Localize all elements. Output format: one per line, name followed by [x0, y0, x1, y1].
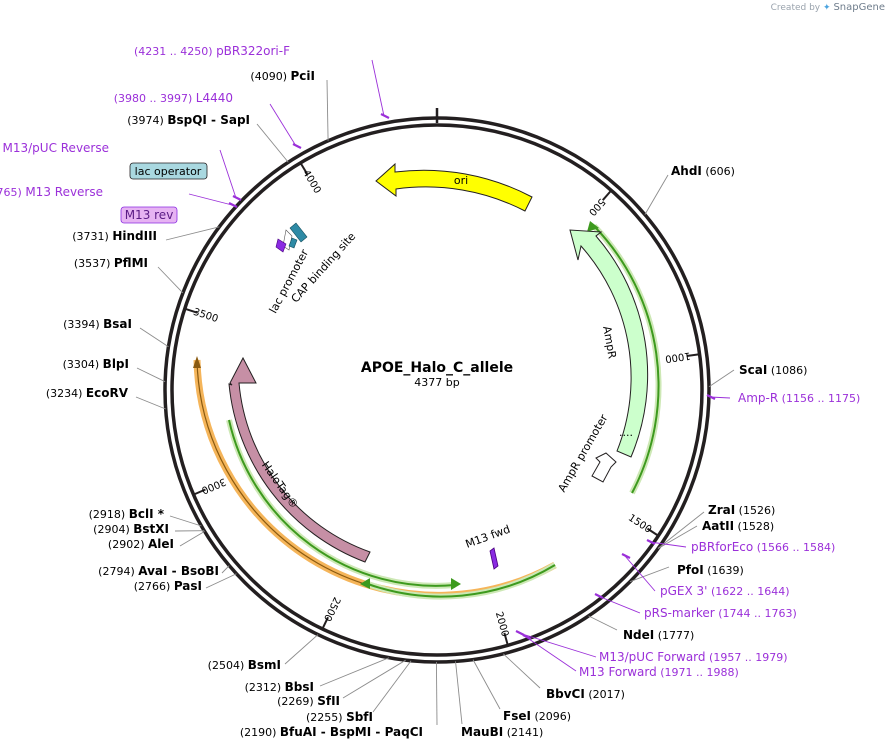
primer-label[interactable]: pRS-marker (1744 .. 1763)	[644, 606, 797, 620]
leader-lines	[135, 59, 735, 726]
tick-mark	[503, 632, 509, 646]
ori-feature: ori	[375, 162, 533, 212]
plasmid-name: APOE_Halo_C_allele	[361, 360, 513, 376]
enzyme-site-label[interactable]: NdeI (1777)	[623, 628, 694, 642]
halotag-feature: HaloTag®	[228, 356, 371, 563]
enzyme-site-label[interactable]: (2504) BsmI	[208, 658, 281, 672]
tick-mark	[299, 162, 309, 175]
primer-label[interactable]: (4231 .. 4250) pBR322ori-F	[134, 44, 290, 58]
enzyme-site-label[interactable]: (2794) AvaI - BsoBI	[98, 564, 219, 578]
tick-label: 500	[586, 196, 607, 218]
tick-mark	[601, 189, 613, 201]
tick-mark	[184, 307, 198, 314]
enzyme-site-label[interactable]: (2312) BbsI	[245, 680, 314, 694]
enzyme-site-label[interactable]: AatII (1528)	[702, 519, 774, 533]
enzyme-site-label[interactable]: PfoI (1639)	[677, 563, 744, 577]
enzyme-site-label[interactable]: BbvCI (2017)	[546, 687, 625, 701]
lac-operator-mark	[288, 237, 298, 249]
enzyme-site-label[interactable]: FseI (2096)	[503, 709, 571, 723]
tick-label: 1000	[664, 350, 691, 364]
tick-label: 3000	[200, 475, 228, 495]
m13-rev-box[interactable]: M13 rev	[120, 206, 178, 224]
tick-label: 1500	[626, 513, 653, 536]
backbone	[163, 108, 711, 664]
enzyme-site-label[interactable]: (2904) BstXI	[93, 522, 169, 536]
enzyme-site-label[interactable]: (4090) PciI	[250, 69, 315, 83]
ampr-promoter-feature: AmpR promoter	[555, 412, 617, 494]
tick-mark	[646, 527, 659, 537]
ampr-feature: AmpR ....	[569, 229, 649, 458]
m13-rev-text: M13 rev	[125, 208, 174, 222]
primer-label[interactable]: (3980 .. 3997) L4440	[114, 91, 233, 105]
enzyme-site-label[interactable]: (3304) BlpI	[63, 357, 129, 371]
enzyme-site-label[interactable]: AhdI (606)	[671, 164, 735, 178]
site-labels: (4090) PciI (3974) BspQI - SapI (3731) Hin…	[0, 44, 860, 739]
enzyme-site-label[interactable]: (3537) PflMI	[74, 256, 148, 270]
enzyme-site-label[interactable]: MauBI (2141)	[461, 725, 543, 739]
enzyme-site-label[interactable]: (2269) SfII	[277, 694, 340, 708]
green-lower-orf-line	[364, 564, 556, 598]
lac-cluster: lac promoter CAP binding site	[267, 222, 358, 315]
enzyme-site-label[interactable]: (2902) AleI	[108, 537, 174, 551]
primer-label[interactable]: (3749 .. 3765) M13 Reverse	[0, 185, 103, 199]
ampr-dots: ....	[619, 426, 633, 439]
cap-site-mark	[289, 222, 308, 243]
enzyme-site-label[interactable]: (3974) BspQI - SapI	[127, 113, 250, 127]
primer-label[interactable]: M13 Forward (1971 .. 1988)	[579, 665, 739, 679]
primer-label[interactable]: Amp-R (1156 .. 1175)	[738, 391, 860, 405]
ampr-label: AmpR	[600, 325, 619, 360]
primer-label[interactable]: pBRforEco (1566 .. 1584)	[691, 540, 835, 554]
lac-operator-box[interactable]: lac operator	[129, 162, 208, 180]
snapgene-credit: Created by ✦ SnapGene	[771, 2, 885, 13]
enzyme-site-label[interactable]: ScaI (1086)	[739, 363, 807, 377]
enzyme-site-label[interactable]: (2918) BclI *	[89, 507, 165, 521]
credit-brand: SnapGene	[833, 2, 885, 13]
enzyme-site-label[interactable]: (3394) BsaI	[63, 317, 132, 331]
m13-rev-mark	[275, 238, 287, 253]
scale-ticks: 500 1000 1500 2000 2500 3000 3500 4000	[184, 162, 700, 646]
tick-mark	[686, 353, 700, 358]
lac-operator-text: lac operator	[135, 165, 202, 178]
enzyme-site-label[interactable]: (2766) PasI	[134, 579, 202, 593]
halotag-orf-line	[228, 419, 456, 587]
tick-mark	[321, 616, 329, 630]
tick-label: 2500	[321, 595, 342, 623]
enzyme-site-label[interactable]: (3234) EcoRV	[46, 386, 129, 400]
tick-mark	[193, 488, 206, 496]
primer-label[interactable]: pGEX 3' (1622 .. 1644)	[660, 584, 790, 598]
enzyme-site-label[interactable]: ZraI (1526)	[708, 503, 775, 517]
snapgene-logo-icon: ✦	[823, 3, 831, 13]
m13-fwd-label: M13 fwd	[464, 523, 512, 551]
tick-label: 4000	[300, 168, 323, 195]
ampr-orf-line	[593, 225, 660, 494]
m13-fwd-feature: M13 fwd	[464, 523, 512, 570]
enzyme-site-label[interactable]: (2190) BfuAI - BspMI - PaqCI	[240, 725, 423, 739]
ori-label: ori	[454, 174, 468, 187]
plasmid-length: 4377 bp	[414, 376, 459, 389]
primer-label[interactable]: (3762 .. 3784) M13/pUC Reverse	[0, 141, 109, 155]
tick-label: 2000	[493, 611, 510, 638]
credit-prefix: Created by	[770, 3, 821, 13]
primer-label[interactable]: M13/pUC Forward (1957 .. 1979)	[599, 650, 788, 664]
tick-label: 3500	[192, 307, 220, 325]
enzyme-site-label[interactable]: (2255) SbfI	[306, 710, 373, 724]
enzyme-site-label[interactable]: (3731) HindIII	[72, 229, 157, 243]
